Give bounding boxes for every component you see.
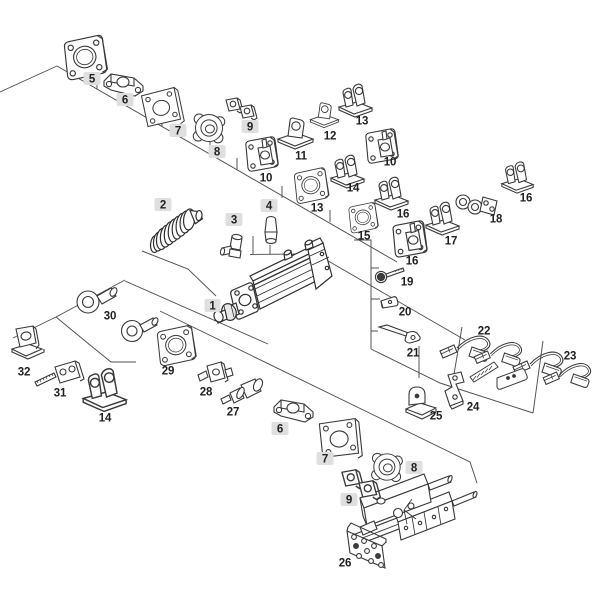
svg-text:30: 30 [104,311,116,323]
svg-text:14: 14 [347,183,360,195]
svg-text:3: 3 [231,215,237,227]
svg-text:24: 24 [467,402,480,414]
svg-text:1: 1 [209,301,216,313]
svg-text:8: 8 [214,147,221,159]
svg-text:9: 9 [346,495,352,507]
svg-text:7: 7 [322,454,328,466]
svg-text:16: 16 [397,209,409,221]
svg-text:2: 2 [160,200,166,212]
svg-text:17: 17 [445,236,457,248]
svg-text:27: 27 [227,407,239,419]
svg-text:16: 16 [406,256,418,268]
svg-text:5: 5 [89,74,96,86]
svg-text:13: 13 [311,203,323,215]
svg-text:25: 25 [430,411,443,423]
svg-text:20: 20 [399,307,411,319]
svg-text:18: 18 [490,214,503,226]
svg-text:22: 22 [478,326,490,338]
svg-text:11: 11 [295,151,308,163]
svg-text:15: 15 [358,231,371,243]
svg-text:8: 8 [411,463,418,475]
svg-text:21: 21 [407,348,420,360]
svg-text:19: 19 [401,277,413,289]
svg-text:28: 28 [200,387,213,399]
svg-text:12: 12 [324,131,336,143]
svg-text:32: 32 [18,367,30,379]
svg-text:31: 31 [54,388,67,400]
svg-text:13: 13 [356,116,368,128]
svg-text:26: 26 [339,558,351,570]
svg-text:4: 4 [266,201,273,213]
svg-text:10: 10 [260,173,272,185]
svg-text:6: 6 [277,424,283,436]
svg-text:23: 23 [564,351,576,363]
svg-text:9: 9 [247,122,253,134]
svg-text:6: 6 [122,95,128,107]
svg-text:29: 29 [162,366,174,378]
svg-text:14: 14 [99,413,112,425]
svg-text:7: 7 [175,126,181,138]
svg-text:16: 16 [520,193,532,205]
svg-text:10: 10 [384,157,396,169]
